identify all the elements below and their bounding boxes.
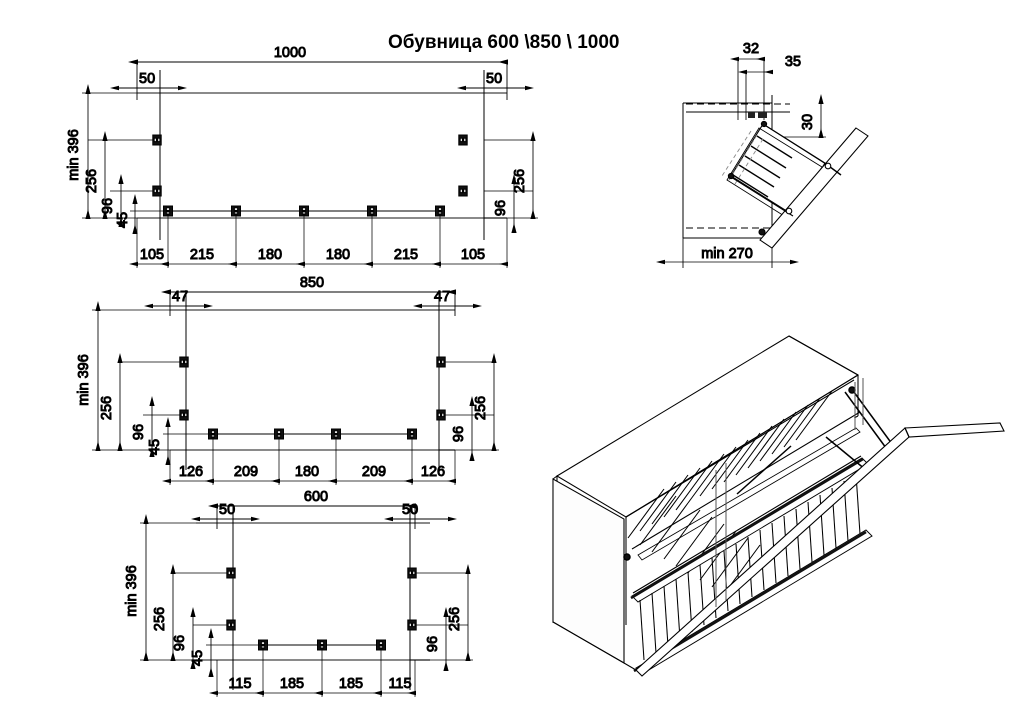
dim-width-600: 600	[304, 489, 328, 505]
dim-inset-left-850: 47	[172, 289, 188, 305]
dim-chain-600-0: 115	[228, 676, 251, 692]
dim-min396-left-600: min 396	[124, 565, 140, 617]
dim-96-left-600: 96	[172, 635, 188, 651]
dim-chain-1000-2: 180	[258, 247, 282, 263]
dim-chain-850-2: 180	[295, 464, 319, 480]
dim-chain-850-3: 209	[362, 464, 386, 480]
dim-45-left-1000: 45	[115, 212, 131, 228]
dim-96-right-850: 96	[451, 426, 467, 442]
hinge-fixings-side	[748, 112, 767, 118]
dim-96-right-600: 96	[425, 636, 441, 652]
dim-inset-right-850: 47	[434, 289, 450, 305]
plan-view-850: 850 47 47	[76, 275, 499, 485]
dim-min396-left-1000: min 396	[66, 129, 82, 181]
dim-chain-850-0: 126	[179, 464, 203, 480]
dim-256-left-1000: 256	[84, 169, 100, 193]
hinge-arms	[727, 120, 842, 236]
dim-35-side: 35	[785, 54, 801, 70]
dim-chain-600-3: 115	[388, 676, 411, 692]
dim-chain-850-4: 126	[421, 464, 445, 480]
fixing-marks-600	[226, 567, 417, 651]
plan-view-600: 600 50 50	[124, 489, 473, 697]
iso-door-flap	[635, 422, 1005, 677]
dim-256-right-850: 256	[473, 396, 489, 420]
dim-256-left-600: 256	[152, 607, 168, 631]
page-title: Обувница 600 \850 \ 1000	[388, 32, 620, 53]
dim-256-right-600: 256	[447, 607, 463, 631]
dim-inset-left-1000: 50	[139, 71, 155, 87]
dim-inset-right-1000: 50	[486, 71, 502, 87]
dim-96-right-1000: 96	[493, 200, 509, 216]
dim-min396-left-850: min 396	[76, 354, 92, 406]
dim-30-side: 30	[800, 114, 816, 130]
fixing-marks-850	[179, 356, 446, 440]
isometric-view	[552, 335, 1005, 677]
dim-chain-1000-0: 105	[140, 247, 164, 263]
dim-inset-left-600: 50	[219, 502, 235, 518]
dim-45-left-850: 45	[147, 439, 163, 455]
dim-chain-600-2: 185	[339, 676, 363, 692]
dim-inset-right-600: 50	[402, 502, 418, 518]
fixing-marks-1000	[152, 134, 468, 217]
dim-chain-1000-1: 215	[190, 247, 214, 263]
dim-chain-1000-4: 215	[394, 247, 418, 263]
dim-chain-600-1: 185	[280, 676, 304, 692]
dim-chain-850-1: 209	[234, 464, 258, 480]
dim-256-left-850: 256	[99, 396, 115, 420]
dim-32-side: 32	[743, 41, 759, 57]
dim-width-850: 850	[300, 275, 324, 291]
dim-96-left-850: 96	[131, 424, 147, 440]
dim-96-left-1000: 96	[100, 198, 116, 214]
dim-width-1000: 1000	[274, 45, 306, 61]
side-section-view: 32 35 30	[656, 41, 869, 268]
dim-chain-1000-3: 180	[326, 247, 350, 263]
iso-hinge-arms	[623, 386, 896, 561]
dim-45-left-600: 45	[190, 650, 206, 666]
dim-min270-side: min 270	[701, 246, 753, 262]
plan-view-1000: 1000 50 50	[66, 45, 538, 268]
dim-chain-1000-5: 105	[461, 247, 485, 263]
